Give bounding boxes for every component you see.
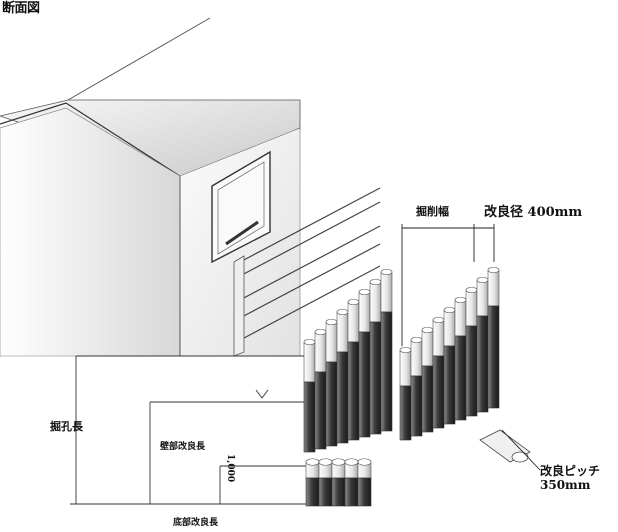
angled-column [479,429,531,463]
improvement-column [314,328,327,450]
ground-marker [255,389,269,399]
dimension-1000-label: 1,000 [225,454,235,483]
improvement-column [454,296,467,421]
improvement-column [347,298,360,441]
window-sash-shade [225,220,259,246]
improvement-diameter-label: 改良径 400mm [484,205,583,220]
window-inner-frame [217,161,265,255]
improvement-columns [303,266,531,507]
foundation-strip [233,255,245,357]
wall-improvement-length-label: 壁部改良長 [160,442,206,452]
ground-section [70,355,320,505]
improvement-column [421,326,434,433]
roof-ridge-line [67,17,211,101]
improvement-column [487,266,500,409]
improvement-column [443,306,456,425]
improvement-pitch-line2: 350mm [540,477,591,492]
column-row-right [399,266,500,441]
column-row-bottom [305,458,372,507]
improvement-column [344,458,359,507]
improvement-column [369,278,382,435]
siding-stripes [239,187,381,339]
diagram-title: 断面図 [2,1,40,16]
improvement-column [432,316,445,429]
improvement-column [380,268,393,432]
bottom-improvement-length-label: 底部改良長 [173,518,219,528]
improvement-column [331,458,346,507]
improvement-pitch-label: 改良ピッチ 350mm [540,464,601,493]
width-dimension [401,224,541,471]
improvement-column [305,458,320,507]
improvement-column [318,458,333,507]
improvement-column [476,276,489,413]
improvement-column [336,308,349,444]
improvement-column [303,338,316,453]
drilling-length-label: 掘孔長 [50,420,83,433]
improvement-column [410,336,423,437]
house-building [0,17,381,357]
improvement-column [358,288,371,438]
improvement-column [399,346,412,441]
improvement-column [465,286,478,417]
house-window [211,150,271,264]
improvement-pitch-line1: 改良ピッチ [540,464,601,478]
column-row-left [303,268,393,453]
improvement-column [357,458,372,507]
improvement-column [325,318,338,447]
boring-width-label: 掘削幅 [416,205,449,218]
